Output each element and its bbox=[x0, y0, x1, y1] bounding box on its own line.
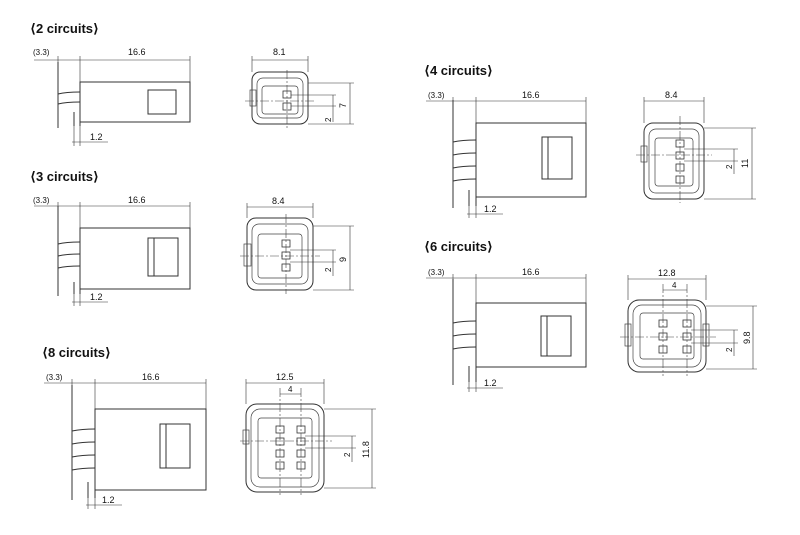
block-4-circuits: ⟨4 circuits⟩ (3.3) 16.6 1.2 bbox=[424, 63, 756, 218]
row-pitch-dim-4: 2 bbox=[725, 164, 734, 169]
width-dim-3: 8.4 bbox=[272, 196, 285, 206]
pitch-dim-6: 1.2 bbox=[484, 378, 497, 388]
ref-dim-2: (3.3) bbox=[33, 48, 50, 57]
title-4-circuits: ⟨4 circuits⟩ bbox=[424, 63, 493, 78]
side-view-4: (3.3) 16.6 1.2 bbox=[426, 90, 587, 218]
front-view-2: 8.1 7 2 bbox=[245, 47, 354, 128]
height-dim-3: 9 bbox=[338, 257, 348, 262]
front-view-6: 12.8 4 9.8 2 bbox=[620, 268, 757, 376]
ref-dim-4: (3.3) bbox=[428, 91, 445, 100]
width-dim-8: 12.5 bbox=[276, 372, 294, 382]
row-pitch-dim-2: 2 bbox=[324, 117, 333, 122]
height-dim-8: 11.8 bbox=[361, 441, 371, 458]
block-8-circuits: ⟨8 circuits⟩ (3.3) 16.6 1.2 bbox=[42, 345, 376, 509]
length-dim-6: 16.6 bbox=[522, 267, 540, 277]
front-view-3: 8.4 9 2 bbox=[240, 196, 354, 294]
side-view-2: (3.3) 16.6 1.2 bbox=[33, 47, 191, 146]
side-view-3: (3.3) 16.6 1.2 bbox=[33, 195, 191, 306]
pitch-dim-2: 1.2 bbox=[90, 132, 103, 142]
front-view-8: 12.5 4 11.8 2 bbox=[240, 372, 376, 495]
side-view-6: (3.3) 16.6 1.2 bbox=[426, 267, 587, 392]
width-dim-6: 12.8 bbox=[658, 268, 676, 278]
row-pitch-dim-6: 2 bbox=[725, 347, 734, 352]
title-6-circuits: ⟨6 circuits⟩ bbox=[424, 239, 493, 254]
title-3-circuits: ⟨3 circuits⟩ bbox=[30, 169, 99, 184]
row-pitch-dim-8: 2 bbox=[343, 452, 352, 457]
height-dim-6: 9.8 bbox=[742, 331, 752, 344]
side-view-8: (3.3) 16.6 1.2 bbox=[44, 372, 207, 509]
height-dim-4: 11 bbox=[740, 159, 750, 168]
row-pitch-dim-3: 2 bbox=[324, 267, 333, 272]
front-view-4: 8.4 11 2 bbox=[636, 90, 756, 203]
title-8-circuits: ⟨8 circuits⟩ bbox=[42, 345, 111, 360]
ref-dim-8: (3.3) bbox=[46, 373, 63, 382]
col-pitch-dim-8: 4 bbox=[288, 385, 293, 394]
block-2-circuits: ⟨2 circuits⟩ (3.3) 16.6 1.2 bbox=[30, 21, 354, 146]
pitch-dim-3: 1.2 bbox=[90, 292, 103, 302]
length-dim-4: 16.6 bbox=[522, 90, 540, 100]
block-6-circuits: ⟨6 circuits⟩ (3.3) 16.6 1.2 bbox=[424, 239, 757, 392]
ref-dim-6: (3.3) bbox=[428, 268, 445, 277]
pitch-dim-4: 1.2 bbox=[484, 204, 497, 214]
width-dim-2: 8.1 bbox=[273, 47, 286, 57]
length-dim-2: 16.6 bbox=[128, 47, 146, 57]
length-dim-3: 16.6 bbox=[128, 195, 146, 205]
pitch-dim-8: 1.2 bbox=[102, 495, 115, 505]
ref-dim-3: (3.3) bbox=[33, 196, 50, 205]
title-2-circuits: ⟨2 circuits⟩ bbox=[30, 21, 99, 36]
width-dim-4: 8.4 bbox=[665, 90, 678, 100]
col-pitch-dim-6: 4 bbox=[672, 281, 677, 290]
block-3-circuits: ⟨3 circuits⟩ (3.3) 16.6 1.2 bbox=[30, 169, 354, 306]
height-dim-2: 7 bbox=[338, 103, 348, 108]
length-dim-8: 16.6 bbox=[142, 372, 160, 382]
